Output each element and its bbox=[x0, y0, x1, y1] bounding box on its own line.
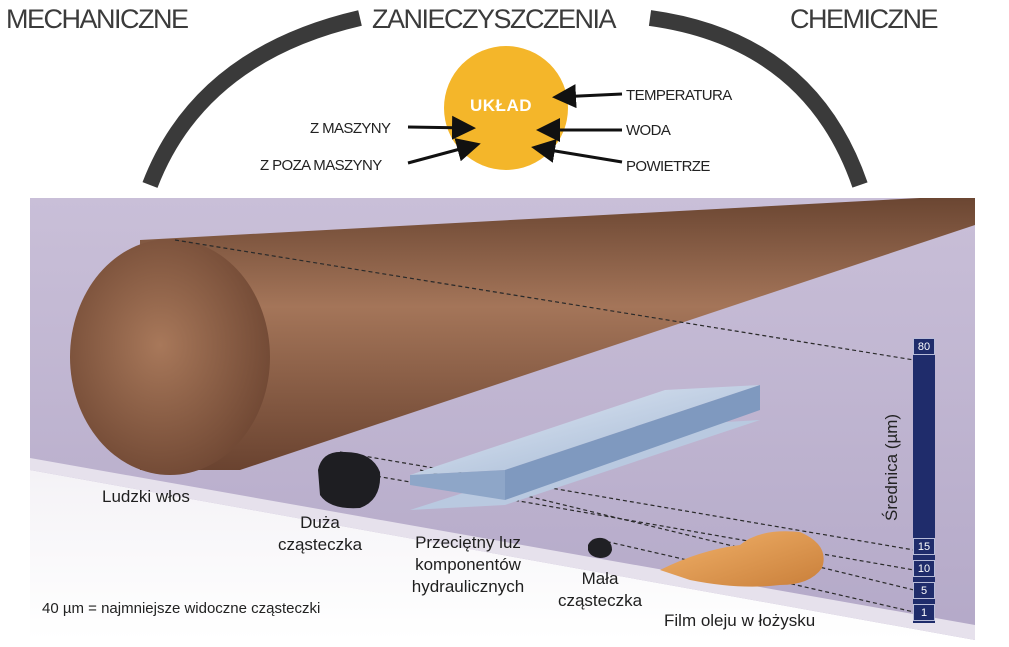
label-small-particle-line1: Mała bbox=[581, 569, 619, 588]
label-small-particle: Mała cząsteczka bbox=[545, 568, 655, 612]
scale-tick-80: 80 bbox=[913, 338, 935, 355]
floor-edge bbox=[30, 458, 975, 640]
scale-bar bbox=[913, 338, 935, 623]
label-hair: Ludzki włos bbox=[102, 487, 190, 506]
system-label: UKŁAD bbox=[470, 96, 532, 115]
arrow-from-machine bbox=[407, 115, 476, 140]
upper-plate-side bbox=[410, 470, 505, 500]
oil-film bbox=[660, 531, 824, 587]
scale-axis-label: Średnica (µm) bbox=[882, 413, 901, 521]
hair-cylinder bbox=[140, 198, 975, 470]
label-large-particle-line1: Duża bbox=[300, 513, 340, 532]
small-particle bbox=[588, 537, 612, 558]
label-clearance: Przeciętny luz komponentów hydraulicznyc… bbox=[398, 532, 538, 598]
label-oil-film: Film oleju w łożysku bbox=[664, 611, 816, 630]
title-contamination: ZANIECZYSZCZENIA bbox=[372, 4, 617, 34]
hair-end bbox=[70, 239, 270, 475]
input-temperature: TEMPERATURA bbox=[626, 87, 732, 104]
upper-plate-front bbox=[505, 385, 760, 500]
large-particle bbox=[318, 451, 381, 509]
scale-tick-5: 5 bbox=[913, 582, 935, 599]
footnote: 40 µm = najmniejsze widoczne cząsteczki bbox=[42, 600, 321, 617]
input-from-machine: Z MASZYNY bbox=[310, 120, 391, 137]
input-air: POWIETRZE bbox=[626, 158, 710, 175]
arrow-air bbox=[531, 139, 623, 164]
arrow-from-outside bbox=[407, 138, 481, 165]
upper-plate-top bbox=[410, 385, 760, 475]
label-clearance-line1: Przeciętny luz bbox=[415, 533, 521, 552]
input-water: WODA bbox=[626, 122, 671, 139]
contamination-header-graphic bbox=[142, 10, 868, 188]
label-large-particle: Duża cząsteczka bbox=[265, 512, 375, 556]
right-arc bbox=[648, 10, 868, 188]
label-large-particle-line2: cząsteczka bbox=[277, 535, 363, 554]
arrow-temperature bbox=[552, 84, 623, 109]
title-chemical: CHEMICZNE bbox=[790, 4, 939, 34]
title-mechanical: MECHANICZNE bbox=[6, 4, 189, 34]
label-small-particle-line2: cząsteczka bbox=[557, 591, 643, 610]
scale-tick-15: 15 bbox=[913, 538, 935, 555]
left-arc bbox=[142, 10, 362, 188]
label-clearance-line3: hydraulicznych bbox=[411, 577, 525, 596]
scale-tick-1: 1 bbox=[913, 604, 935, 621]
input-from-outside: Z POZA MASZYNY bbox=[260, 157, 382, 174]
label-clearance-line2: komponentów bbox=[415, 555, 521, 574]
scale-tick-10: 10 bbox=[913, 560, 935, 577]
